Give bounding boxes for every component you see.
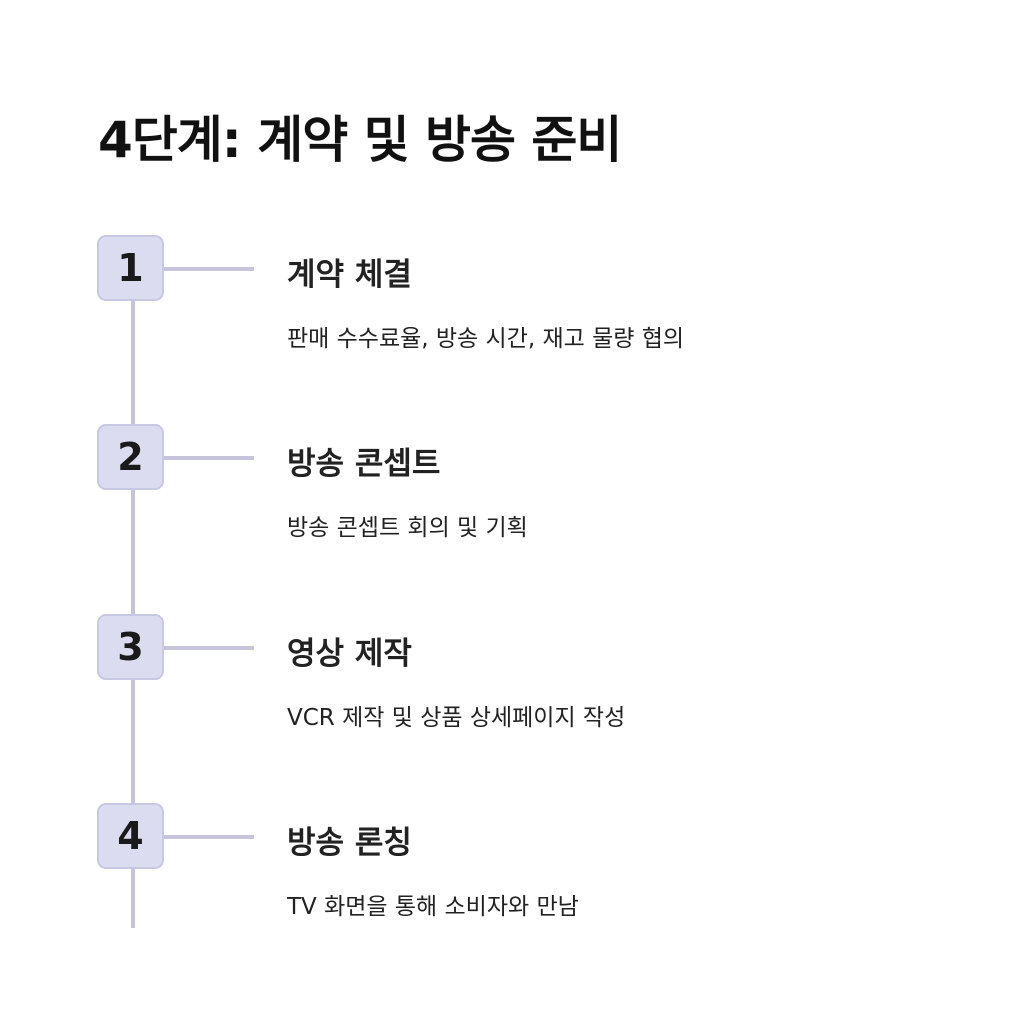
step-number-badge: 3	[97, 614, 164, 680]
step-title: 방송 콘셉트	[287, 446, 441, 482]
step-1: 1 계약 체결 판매 수수료율, 방송 시간, 재고 물량 협의	[0, 235, 1020, 375]
step-description: 판매 수수료율, 방송 시간, 재고 물량 협의	[287, 326, 685, 352]
step-description: 방송 콘셉트 회의 및 기획	[287, 515, 528, 541]
step-2: 2 방송 콘셉트 방송 콘셉트 회의 및 기획	[0, 424, 1020, 564]
step-number-badge: 2	[97, 424, 164, 490]
connector-line	[164, 646, 254, 650]
step-3: 3 영상 제작 VCR 제작 및 상품 상세페이지 작성	[0, 614, 1020, 754]
step-description: VCR 제작 및 상품 상세페이지 작성	[287, 705, 626, 731]
step-4: 4 방송 론칭 TV 화면을 통해 소비자와 만남	[0, 803, 1020, 943]
step-description: TV 화면을 통해 소비자와 만남	[287, 894, 579, 920]
step-title: 영상 제작	[287, 636, 412, 672]
step-title: 계약 체결	[287, 257, 412, 293]
step-number-badge: 1	[97, 235, 164, 301]
connector-line	[164, 267, 254, 271]
connector-line	[164, 835, 254, 839]
connector-line	[164, 456, 254, 460]
page-title: 4단계: 계약 및 방송 준비	[98, 111, 622, 169]
step-title: 방송 론칭	[287, 825, 412, 861]
step-number-badge: 4	[97, 803, 164, 869]
